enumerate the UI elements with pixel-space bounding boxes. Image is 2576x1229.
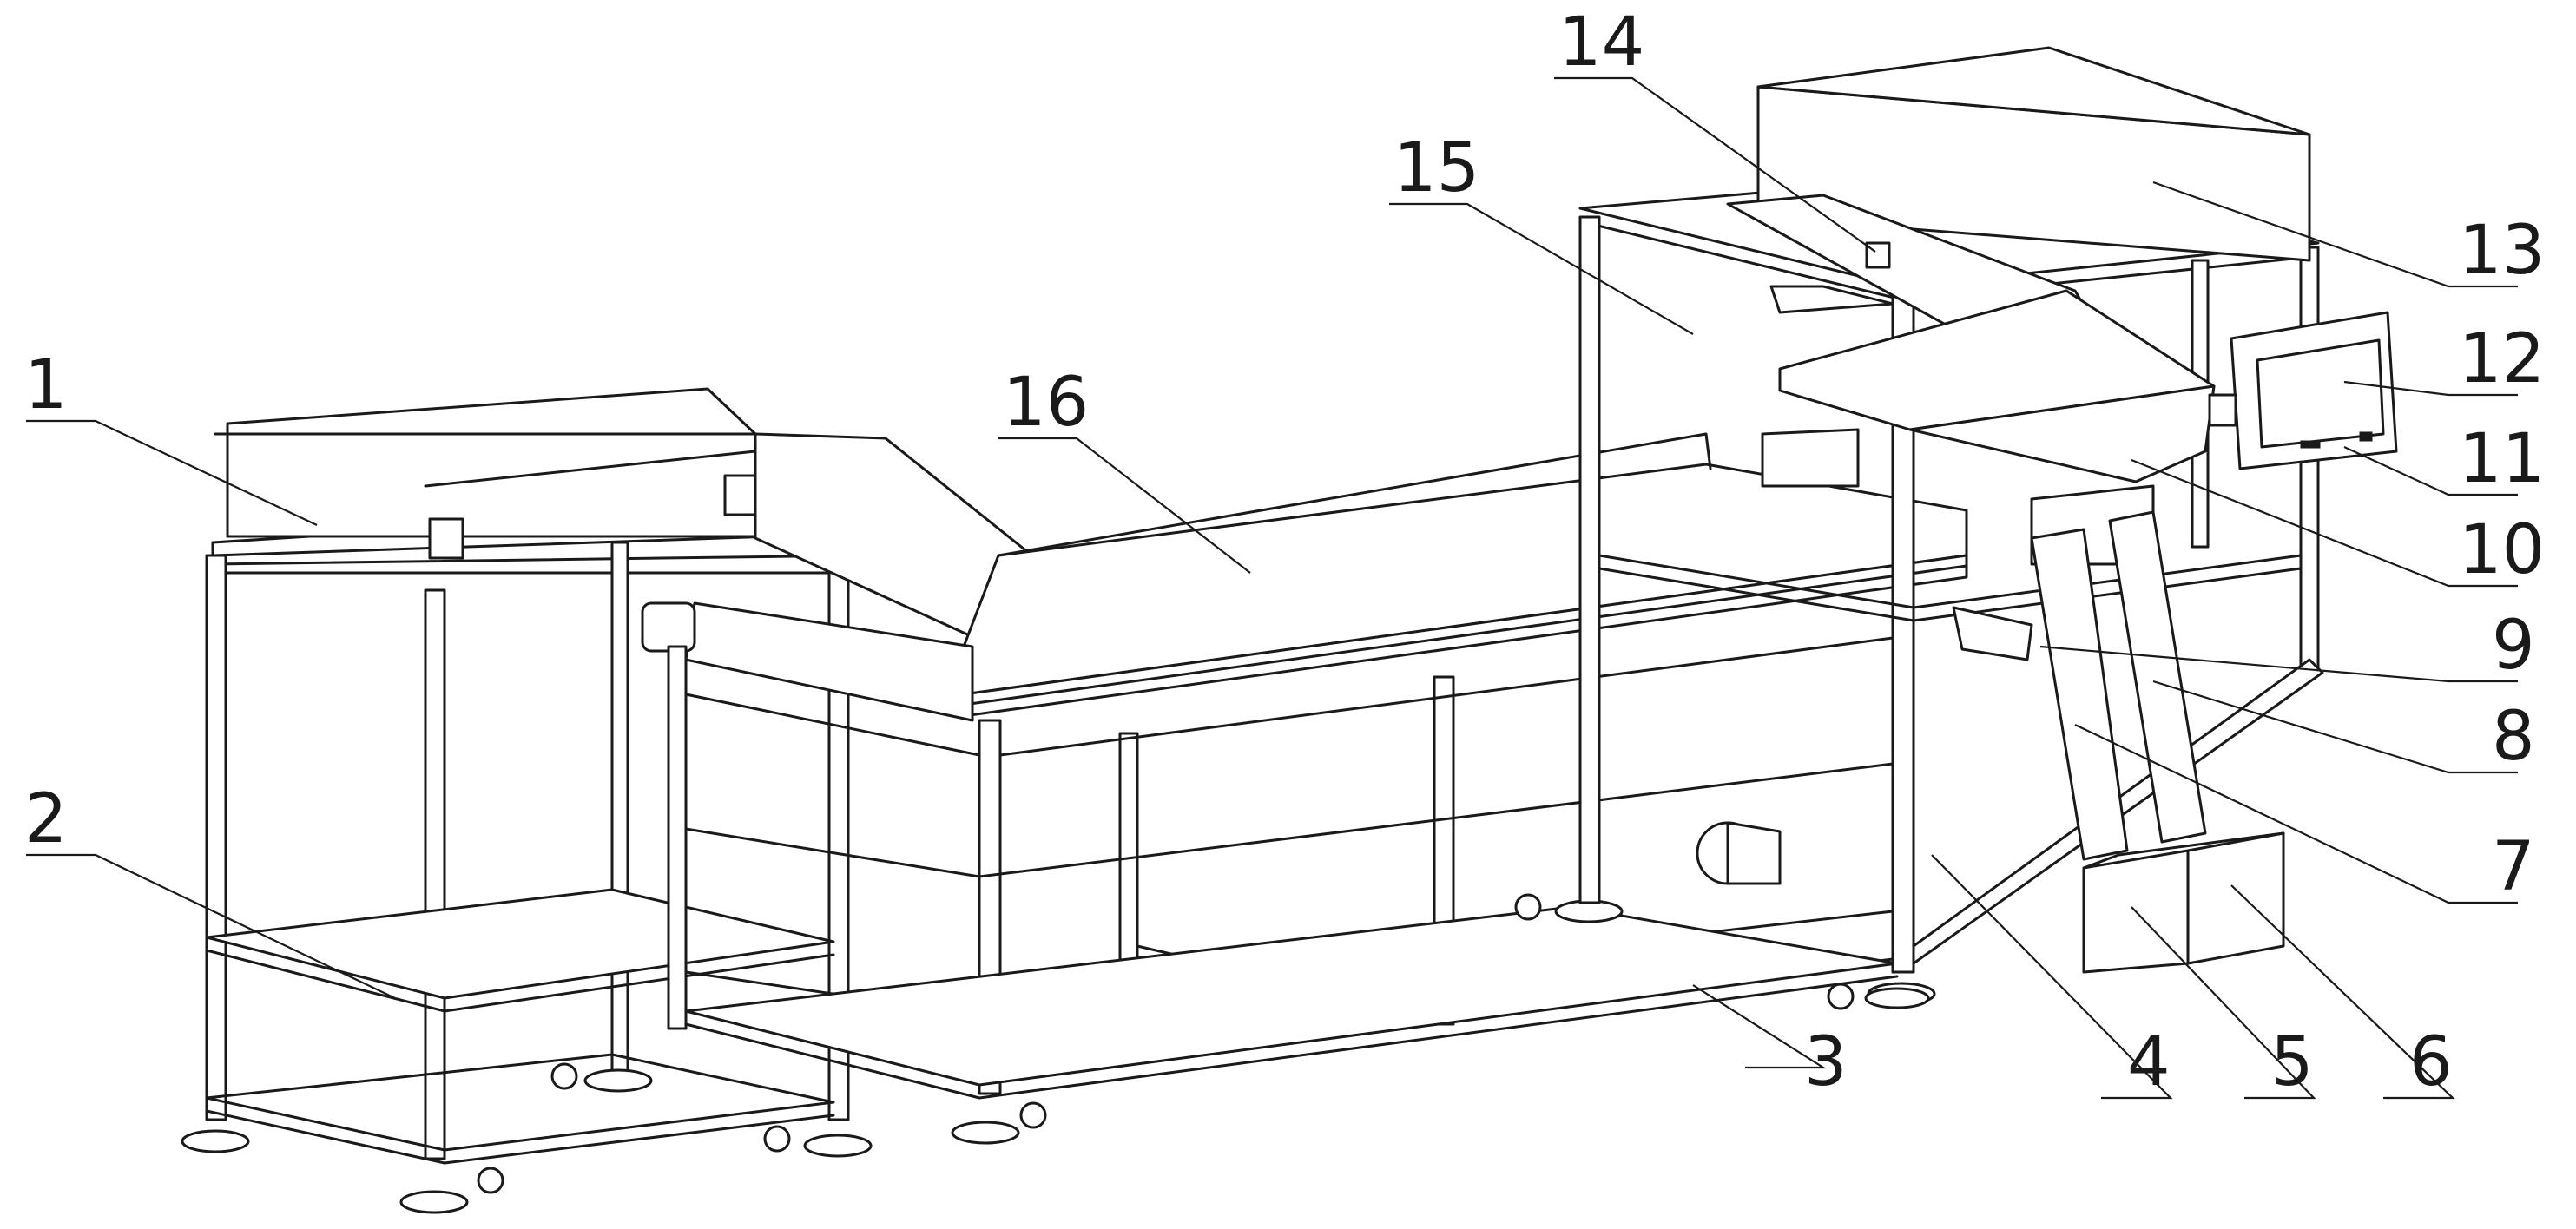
- callout-7: 7: [2492, 828, 2535, 906]
- callout-5: 5: [2270, 1023, 2314, 1101]
- callout-2: 2: [24, 780, 68, 858]
- callout-3: 3: [1804, 1023, 1848, 1101]
- callout-14: 14: [1558, 3, 1644, 82]
- callout-leaders: [26, 76, 2518, 1100]
- main-frame: [641, 432, 1968, 1145]
- callout-6: 6: [2409, 1023, 2453, 1101]
- callout-13: 13: [2459, 212, 2545, 290]
- callout-8: 8: [2492, 698, 2535, 776]
- callout-11: 11: [2459, 420, 2545, 498]
- sorting-tower: [1578, 46, 2398, 1009]
- callout-12: 12: [2459, 320, 2545, 398]
- callout-labels: 1 2 3 4 5 6 7 8 9 10 11 12 13 14 15 16: [24, 3, 2545, 1101]
- callout-15: 15: [1393, 129, 1479, 207]
- callout-4: 4: [2127, 1023, 2171, 1101]
- feed-cart: [181, 387, 1061, 1214]
- callout-9: 9: [2492, 607, 2535, 685]
- callout-16: 16: [1003, 364, 1089, 442]
- callout-10: 10: [2459, 511, 2545, 589]
- callout-1: 1: [24, 346, 68, 424]
